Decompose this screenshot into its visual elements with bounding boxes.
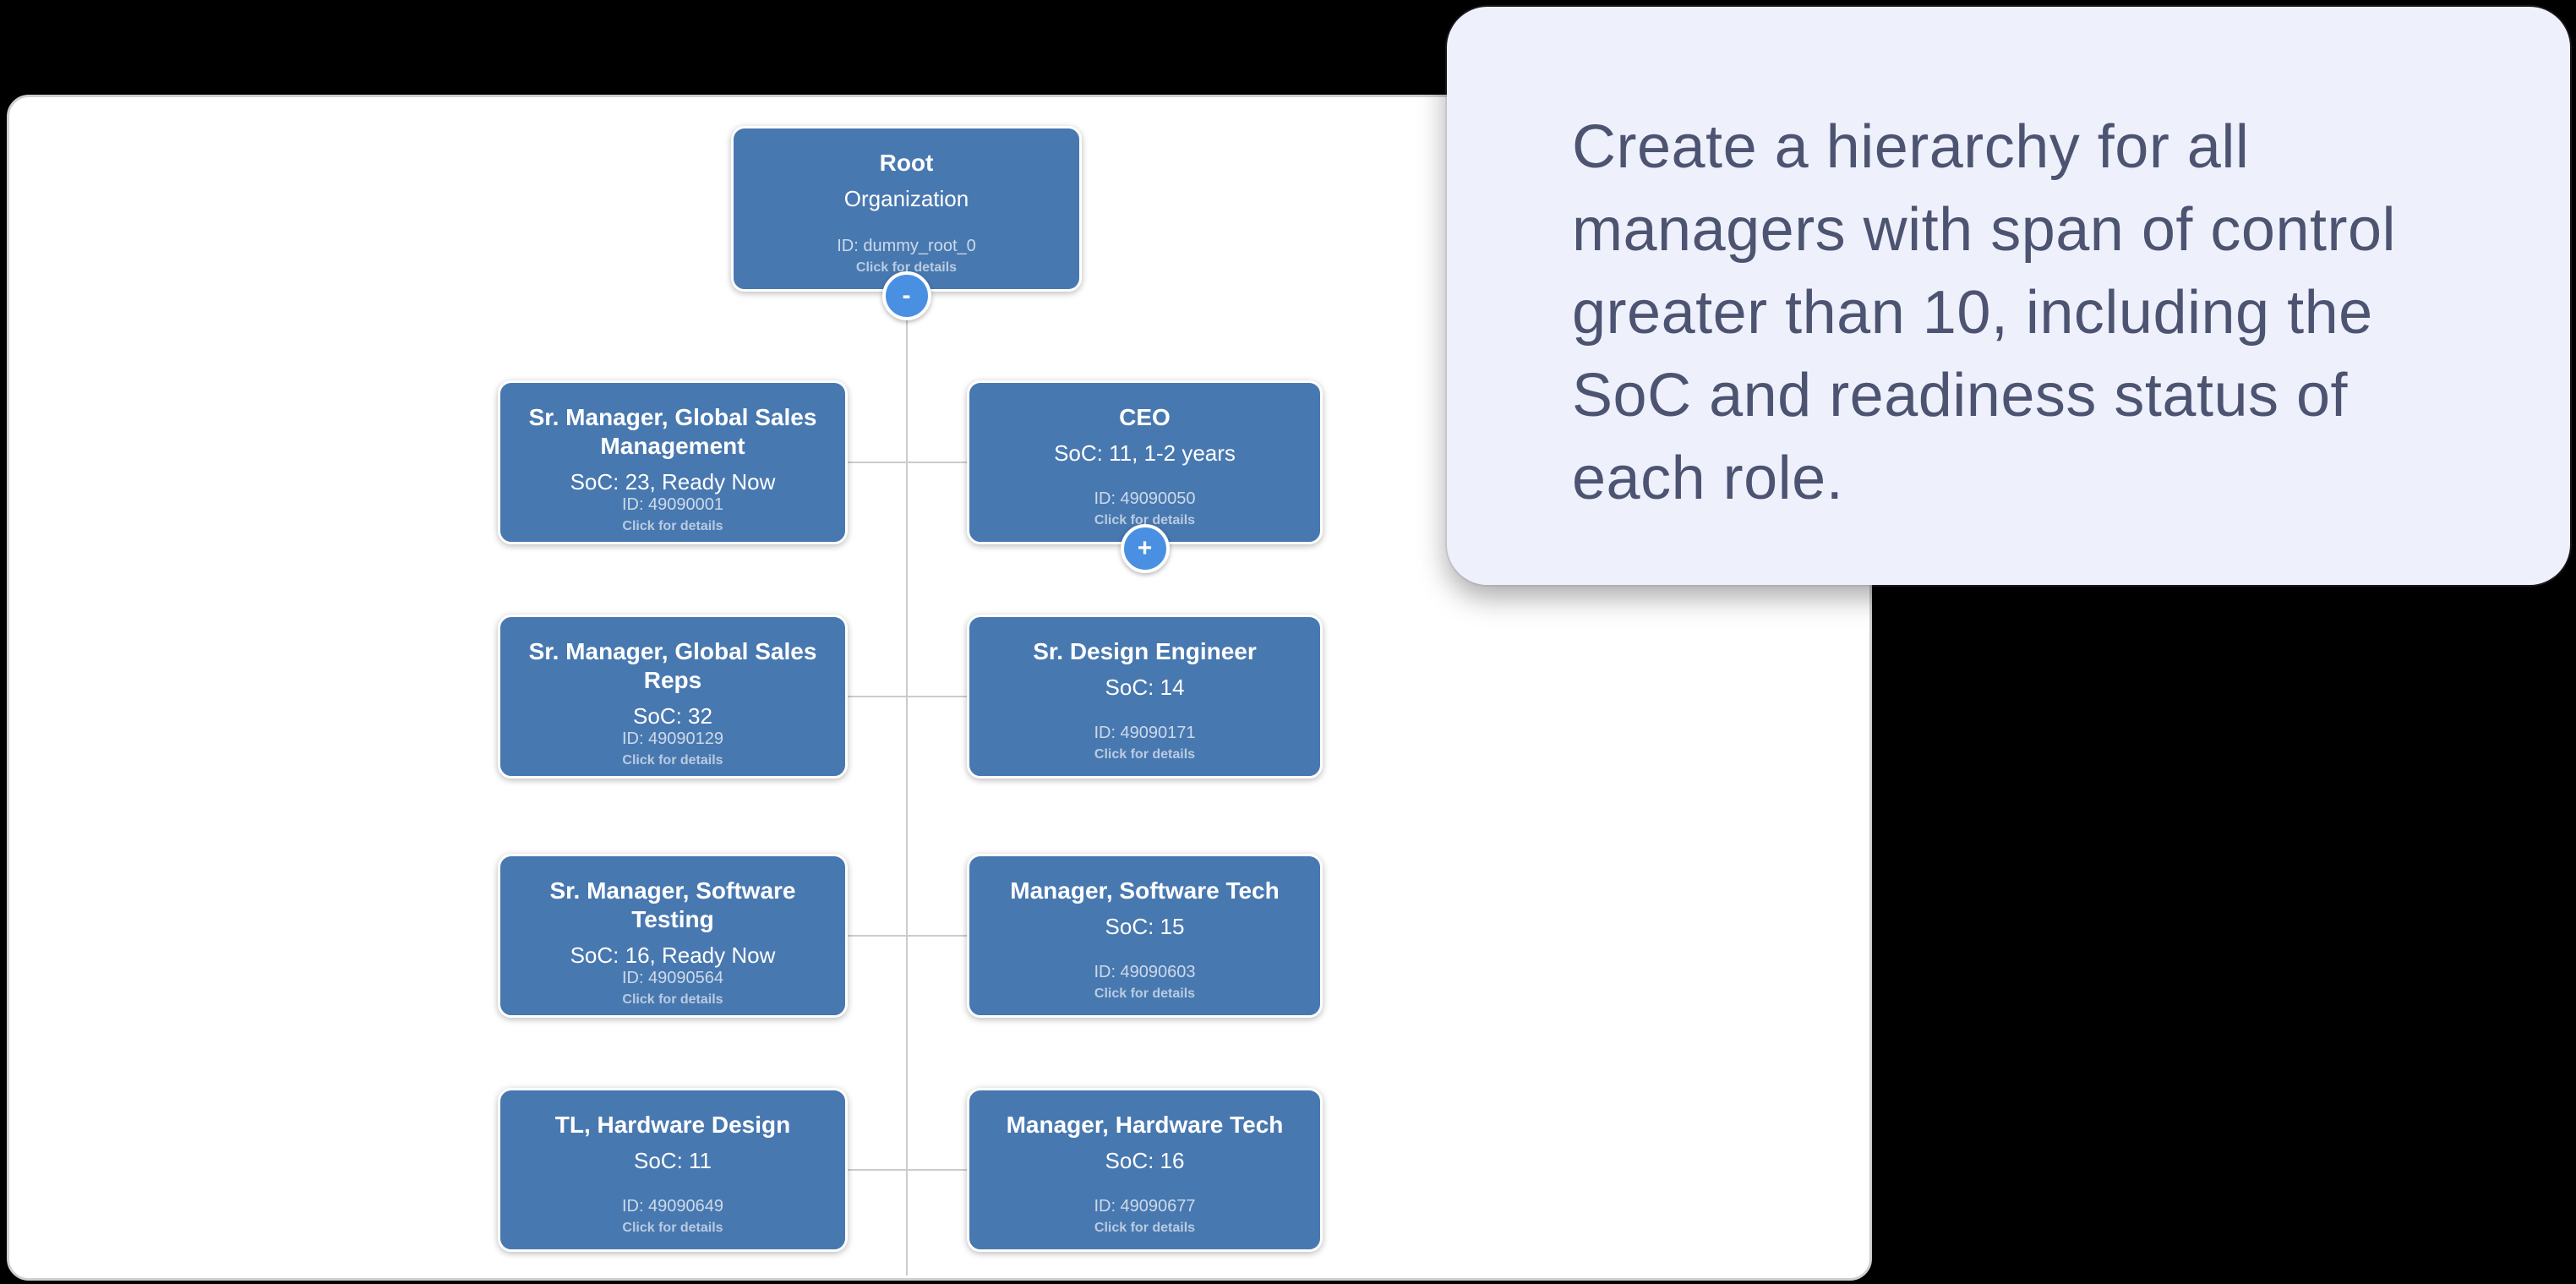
node-title: TL, Hardware Design	[554, 1112, 791, 1138]
node-click-hint: Click for details	[1094, 513, 1196, 527]
org-node[interactable]: Manager, Software Tech SoC: 15 ID: 49090…	[967, 854, 1323, 1018]
node-soc: SoC: 16	[1105, 1148, 1185, 1174]
node-footer: ID: 49090001 Click for details	[622, 495, 723, 534]
expand-button[interactable]: +	[1120, 524, 1170, 573]
connector-trunk-line	[906, 292, 908, 1276]
node-click-hint: Click for details	[622, 1221, 723, 1235]
node-click-hint: Click for details	[1094, 747, 1196, 762]
collapse-button[interactable]: -	[881, 271, 931, 320]
node-soc: SoC: 32	[633, 703, 712, 729]
node-id: ID: dummy_root_0	[837, 237, 976, 255]
org-node[interactable]: CEO SoC: 11, 1-2 years ID: 49090050 Clic…	[967, 380, 1323, 573]
node-id: ID: 49090564	[621, 969, 724, 988]
org-node[interactable]: TL, Hardware Design SoC: 11 ID: 49090649…	[498, 1088, 848, 1252]
node-soc: SoC: 15	[1105, 914, 1185, 940]
connector-branch-line	[848, 696, 967, 697]
node-click-hint: Click for details	[622, 753, 723, 768]
node-title: Sr. Manager, Global Sales Management	[528, 404, 817, 460]
node-click-hint: Click for details	[622, 519, 723, 534]
node-click-hint: Click for details	[622, 992, 723, 1008]
org-node-root[interactable]: Root Organization ID: dummy_root_0 Click…	[731, 126, 1082, 320]
node-title: Sr. Design Engineer	[1033, 638, 1257, 664]
node-footer: ID: 49090677 Click for details	[1094, 1197, 1195, 1236]
node-id: ID: 49090677	[1094, 1197, 1196, 1216]
node-footer: ID: 49090129 Click for details	[622, 729, 723, 768]
node-title: CEO	[1119, 404, 1171, 430]
node-footer: ID: dummy_root_0 Click for details	[837, 237, 976, 276]
org-node[interactable]: Sr. Manager, Global Sales Management SoC…	[498, 380, 848, 544]
connector-branch-line	[848, 462, 967, 463]
prompt-text: Create a hierarchy for all managers with…	[1572, 113, 2397, 512]
node-subtitle: Organization	[843, 186, 969, 212]
node-click-hint: Click for details	[855, 260, 958, 275]
node-id: ID: 49090649	[621, 1197, 724, 1216]
prompt-panel: Create a hierarchy for all managers with…	[1447, 7, 2570, 585]
node-id: ID: 49090603	[1094, 963, 1196, 981]
node-footer: ID: 49090564 Click for details	[622, 969, 723, 1008]
node-footer: ID: 49090649 Click for details	[622, 1197, 723, 1236]
org-node[interactable]: Manager, Hardware Tech SoC: 16 ID: 49090…	[967, 1088, 1323, 1252]
org-node[interactable]: Sr. Manager, Software Testing SoC: 16, R…	[498, 854, 848, 1018]
node-id: ID: 49090050	[1094, 489, 1196, 508]
connector-branch-line	[848, 935, 967, 937]
node-soc: SoC: 11	[633, 1148, 712, 1174]
node-footer: ID: 49090171 Click for details	[1094, 724, 1195, 762]
org-node[interactable]: Sr. Manager, Global Sales Reps SoC: 32 I…	[498, 615, 848, 779]
node-click-hint: Click for details	[1094, 986, 1196, 1001]
node-footer: ID: 49090050 Click for details	[1094, 489, 1195, 528]
node-soc: SoC: 16, Ready Now	[570, 943, 776, 969]
org-node[interactable]: Sr. Design Engineer SoC: 14 ID: 49090171…	[967, 615, 1323, 779]
node-title: Sr. Manager, Software Testing	[549, 877, 796, 933]
node-title: Sr. Manager, Global Sales Reps	[528, 638, 817, 694]
node-id: ID: 49090129	[621, 729, 724, 749]
node-id: ID: 49090171	[1094, 724, 1196, 742]
node-title: Manager, Software Tech	[1010, 877, 1280, 904]
node-id: ID: 49090001	[621, 495, 724, 515]
node-footer: ID: 49090603 Click for details	[1094, 963, 1195, 1002]
connector-branch-line	[848, 1169, 967, 1171]
node-title: Root	[879, 150, 934, 176]
node-soc: SoC: 14	[1105, 675, 1185, 701]
node-click-hint: Click for details	[1094, 1221, 1196, 1235]
node-soc: SoC: 23, Ready Now	[570, 469, 776, 495]
node-soc: SoC: 11, 1-2 years	[1054, 440, 1236, 467]
node-title: Manager, Hardware Tech	[1006, 1112, 1284, 1138]
